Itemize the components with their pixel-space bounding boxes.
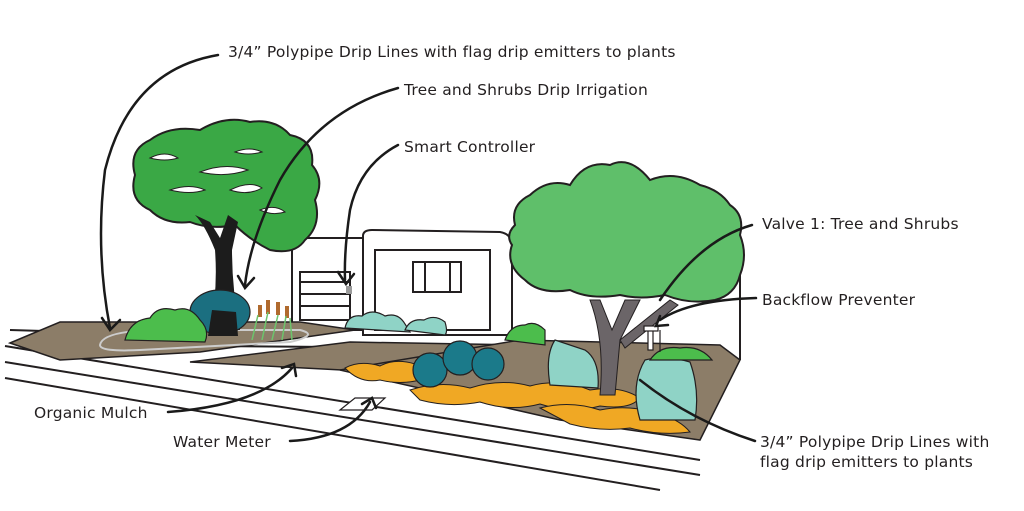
label-drip-lines-top: 3/4” Polypipe Drip Lines with flag drip … — [228, 43, 676, 61]
smart-controller-box — [346, 286, 352, 294]
house-shrubs — [344, 311, 448, 336]
label-water-meter: Water Meter — [173, 433, 271, 451]
label-organic-mulch: Organic Mulch — [34, 404, 148, 422]
label-valve-1: Valve 1: Tree and Shrubs — [762, 215, 959, 233]
backflow-preventer — [643, 325, 661, 352]
label-smart-controller: Smart Controller — [404, 138, 536, 156]
left-shrubs — [124, 289, 293, 343]
callout-arrows — [99, 53, 758, 443]
label-drip-lines-bottom: 3/4” Polypipe Drip Lines with flag drip … — [760, 433, 990, 471]
label-tree-shrubs-drip: Tree and Shrubs Drip Irrigation — [404, 81, 648, 99]
garage-door — [299, 271, 351, 321]
right-plants — [412, 322, 714, 421]
label-backflow-preventer: Backflow Preventer — [762, 291, 916, 309]
gold-groundcover — [344, 360, 691, 434]
house-window — [412, 261, 462, 293]
